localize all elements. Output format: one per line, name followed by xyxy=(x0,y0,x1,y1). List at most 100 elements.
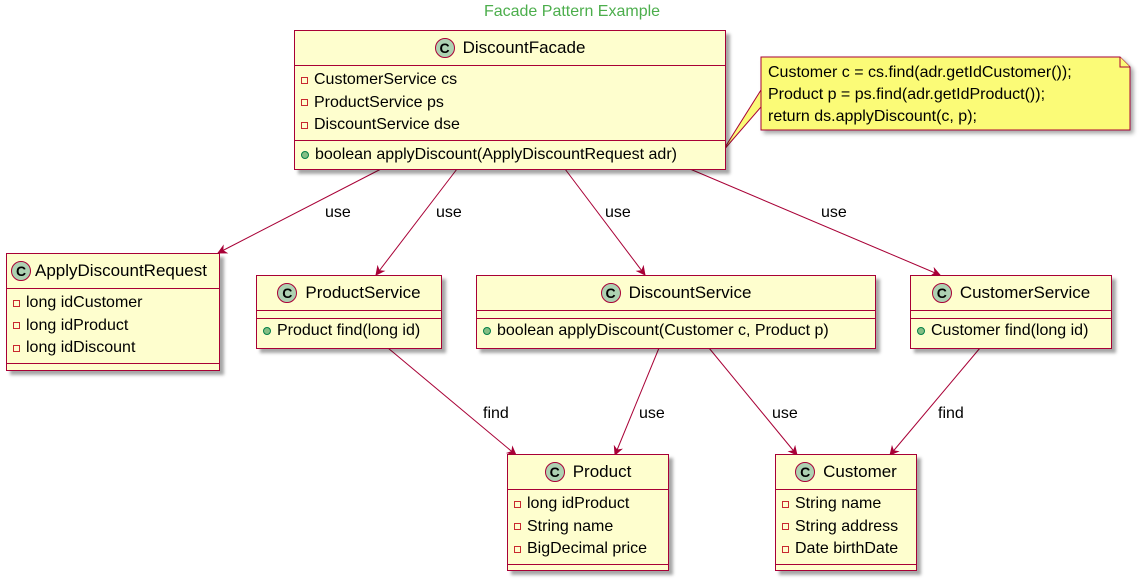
field: BigDecimal price xyxy=(514,538,662,561)
class-icon: C xyxy=(795,462,816,482)
note-connector xyxy=(721,88,762,153)
class-header: C ProductService xyxy=(257,276,441,311)
class-customer-service[interactable]: C CustomerService Customer find(long id) xyxy=(910,275,1112,349)
edge-label-facade-to-request: use xyxy=(325,204,351,221)
fields-section xyxy=(911,311,1111,319)
methods-section xyxy=(776,565,916,573)
method-text: boolean applyDiscount(ApplyDiscountReque… xyxy=(315,145,677,163)
fields-section xyxy=(257,311,441,319)
private-visibility-icon xyxy=(514,545,521,553)
edge-label-facade-to-product-service: use xyxy=(436,204,462,221)
class-icon: C xyxy=(277,283,298,303)
class-discount-service[interactable]: C DiscountService boolean applyDiscount(… xyxy=(476,275,876,349)
field-text: CustomerService cs xyxy=(314,71,458,89)
edge-facade-to-product-service xyxy=(375,168,458,276)
method-text: Customer find(long id) xyxy=(931,322,1089,340)
class-header: C DiscountService xyxy=(477,276,875,311)
edge-facade-to-customer-service xyxy=(689,168,941,277)
field-text: Date birthDate xyxy=(795,540,899,558)
method: boolean applyDiscount(Customer c, Produc… xyxy=(483,320,869,343)
public-visibility-icon xyxy=(263,327,271,336)
field-text: long idDiscount xyxy=(26,339,136,357)
field-text: String address xyxy=(795,517,899,535)
edge-product-service-to-product xyxy=(387,347,517,456)
edge-label-discount-service-to-product: use xyxy=(639,405,665,422)
field: String name xyxy=(514,516,662,539)
fields-section: long idProduct String name BigDecimal pr… xyxy=(508,490,668,565)
class-header: C Product xyxy=(508,455,668,490)
class-customer[interactable]: C Customer String name String address Da… xyxy=(775,454,917,571)
class-name: DiscountFacade xyxy=(462,38,586,57)
methods-section: Product find(long id) xyxy=(257,319,441,346)
edge-label-customer-service-to-customer: find xyxy=(938,405,964,422)
class-name: Product xyxy=(572,462,632,481)
field-text: String name xyxy=(527,517,614,535)
private-visibility-icon xyxy=(301,99,308,107)
methods-section xyxy=(7,364,219,372)
note-body xyxy=(760,56,1131,131)
methods-section: Customer find(long id) xyxy=(911,319,1111,346)
fields-section xyxy=(477,311,875,319)
field-text: long idCustomer xyxy=(26,294,143,312)
field-text: ProductService ps xyxy=(314,93,444,111)
class-product[interactable]: C Product long idProduct String name Big… xyxy=(507,454,669,571)
class-icon: C xyxy=(931,283,952,303)
edge-label-facade-to-customer-service: use xyxy=(821,204,847,221)
class-name: ProductService xyxy=(305,283,421,302)
field: String name xyxy=(782,493,910,516)
field: long idDiscount xyxy=(13,337,213,360)
private-visibility-icon xyxy=(514,523,521,531)
class-header: C Customer xyxy=(776,455,916,490)
class-icon: C xyxy=(434,38,455,58)
public-visibility-icon xyxy=(301,150,309,159)
edge-label-discount-service-to-customer: use xyxy=(772,405,798,422)
fields-section: String name String address Date birthDat… xyxy=(776,490,916,565)
class-discount-facade[interactable]: C DiscountFacade CustomerService cs Prod… xyxy=(294,30,726,170)
class-name: ApplyDiscountRequest xyxy=(35,261,207,280)
field: DiscountService dse xyxy=(301,114,719,137)
class-apply-discount-request[interactable]: C ApplyDiscountRequest long idCustomer l… xyxy=(6,253,220,371)
edge-facade-to-request xyxy=(217,168,382,254)
field: long idProduct xyxy=(514,493,662,516)
private-visibility-icon xyxy=(782,500,789,508)
method: boolean applyDiscount(ApplyDiscountReque… xyxy=(301,144,719,167)
field: ProductService ps xyxy=(301,92,719,115)
class-name: DiscountService xyxy=(628,283,752,302)
public-visibility-icon xyxy=(483,327,491,336)
methods-section xyxy=(508,565,668,573)
class-header: C CustomerService xyxy=(911,276,1111,311)
private-visibility-icon xyxy=(301,76,308,84)
method: Customer find(long id) xyxy=(917,320,1105,343)
fields-section: long idCustomer long idProduct long idDi… xyxy=(7,289,219,364)
field-text: String name xyxy=(795,495,882,513)
private-visibility-icon xyxy=(782,523,789,531)
field-text: DiscountService dse xyxy=(314,116,460,134)
public-visibility-icon xyxy=(917,327,925,336)
class-icon: C xyxy=(11,261,31,281)
field: long idCustomer xyxy=(13,292,213,315)
field: Date birthDate xyxy=(782,538,910,561)
class-header: C ApplyDiscountRequest xyxy=(7,254,219,289)
private-visibility-icon xyxy=(514,500,521,508)
methods-section: boolean applyDiscount(Customer c, Produc… xyxy=(477,319,875,346)
edge-facade-to-discount-service xyxy=(564,168,646,276)
field-text: BigDecimal price xyxy=(527,540,648,558)
note-line: return ds.applyDiscount(c, p); xyxy=(768,108,977,125)
private-visibility-icon xyxy=(782,545,789,553)
note-line: Product p = ps.find(adr.getIdProduct()); xyxy=(768,86,1046,103)
fields-section: CustomerService cs ProductService ps Dis… xyxy=(295,66,725,141)
field-text: long idProduct xyxy=(26,316,129,334)
diagram-title: Facade Pattern Example xyxy=(483,3,661,20)
methods-section: boolean applyDiscount(ApplyDiscountReque… xyxy=(295,141,725,170)
class-name: CustomerService xyxy=(959,283,1091,302)
class-product-service[interactable]: C ProductService Product find(long id) xyxy=(256,275,442,349)
edge-label-product-service-to-product: find xyxy=(483,405,509,422)
class-icon: C xyxy=(600,283,621,303)
method: Product find(long id) xyxy=(263,320,435,343)
edge-discount-service-to-product xyxy=(613,347,660,456)
note: Customer c = cs.find(adr.getIdCustomer()… xyxy=(761,57,1130,130)
private-visibility-icon xyxy=(13,322,20,330)
field-text: long idProduct xyxy=(527,495,630,513)
class-name: Customer xyxy=(823,462,897,481)
edge-label-facade-to-discount-service: use xyxy=(605,204,631,221)
